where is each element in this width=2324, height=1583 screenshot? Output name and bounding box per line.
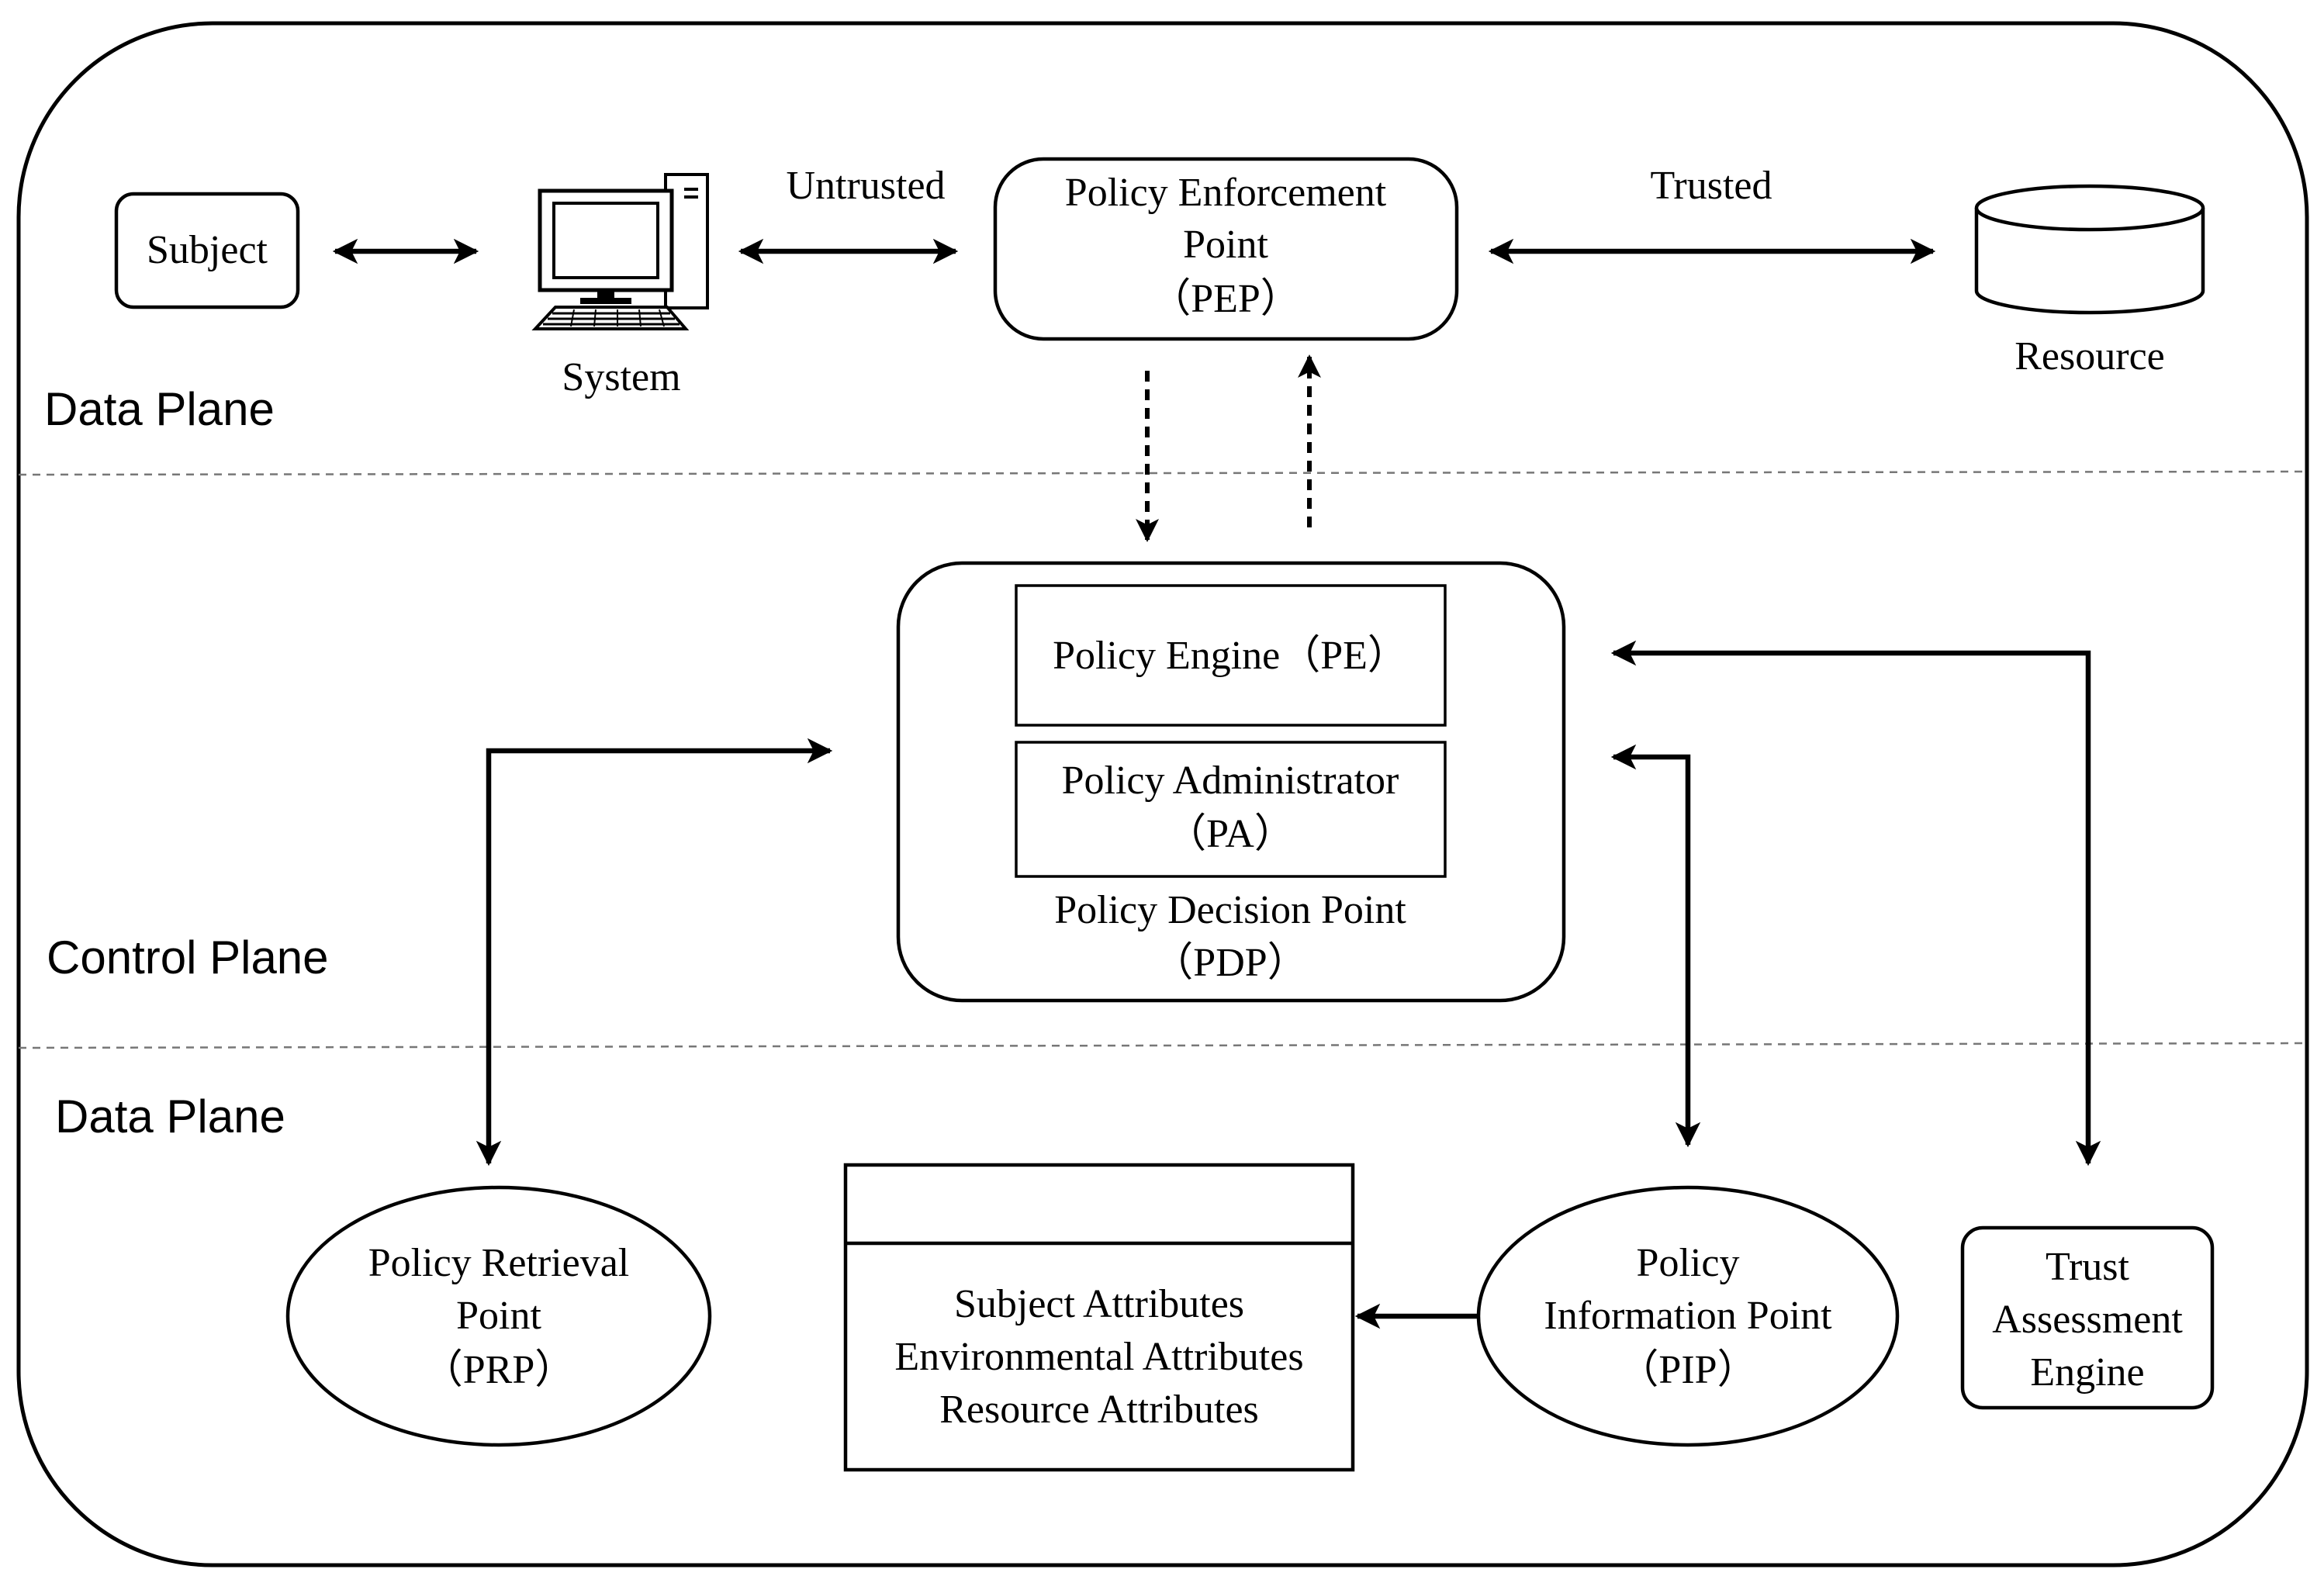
attributes-line-2: Environmental Attributes — [894, 1335, 1303, 1379]
database-cylinder-icon — [1974, 184, 2205, 315]
attributes-store: Subject Attributes Environmental Attribu… — [843, 1163, 1355, 1472]
pip-label-line-2: Information Point — [1544, 1294, 1832, 1338]
pep-node: Policy Enforcement Point （PEP） — [993, 157, 1459, 341]
resource-label: Resource — [2014, 334, 2164, 378]
prp-label-line-2: Point — [456, 1294, 541, 1338]
trust-assessment-engine-node: Trust Assessment Engine — [1960, 1225, 2215, 1410]
pe-label: Policy Engine（PE） — [1053, 634, 1408, 678]
prp-node: Policy Retrieval Point （PRP） — [285, 1185, 712, 1447]
plane-label-bottom: Data Plane — [55, 1090, 285, 1142]
pdp-node: Policy Engine（PE） Policy Administrator （… — [896, 561, 1566, 1003]
pip-node: Policy Information Point （PIP） — [1476, 1185, 1900, 1447]
trusted-label: Trusted — [1650, 164, 1772, 208]
desktop-computer-icon — [531, 173, 709, 330]
plane-divider-top — [18, 470, 2308, 476]
pe-box — [1015, 584, 1447, 727]
untrusted-label: Untrusted — [786, 164, 945, 208]
pip-label-line-1: Policy — [1637, 1241, 1740, 1285]
subject-node: Subject — [114, 192, 300, 309]
attributes-line-1: Subject Attributes — [954, 1282, 1244, 1326]
plane-divider-bottom — [18, 1042, 2308, 1049]
pa-label-line-1: Policy Administrator — [1062, 759, 1399, 803]
pa-label-line-2: （PA） — [1166, 812, 1295, 856]
pip-label-line-3: （PIP） — [1618, 1348, 1757, 1392]
prp-label-line-3: （PRP） — [423, 1348, 576, 1392]
pep-label-line-3: （PEP） — [1150, 277, 1301, 321]
pdp-label-line-2: （PDP） — [1153, 941, 1307, 985]
trust-engine-label-line-1: Trust — [2046, 1245, 2129, 1289]
system-label: System — [562, 355, 680, 399]
subject-label: Subject — [147, 228, 268, 272]
trust-engine-label-line-3: Engine — [2030, 1350, 2144, 1395]
plane-label-middle: Control Plane — [47, 931, 329, 983]
pdp-label-line-1: Policy Decision Point — [1054, 888, 1406, 932]
plane-label-top: Data Plane — [44, 383, 275, 435]
trust-engine-pdp-connector — [1610, 640, 2101, 1167]
attributes-line-3: Resource Attributes — [939, 1388, 1259, 1432]
prp-pdp-connector — [476, 738, 833, 1167]
pa-box — [1015, 741, 1447, 878]
prp-label-line-1: Policy Retrieval — [368, 1241, 629, 1285]
pep-label-line-2: Point — [1183, 223, 1268, 267]
trust-engine-label-line-2: Assessment — [1992, 1298, 2183, 1342]
pep-label-line-1: Policy Enforcement — [1065, 171, 1387, 215]
